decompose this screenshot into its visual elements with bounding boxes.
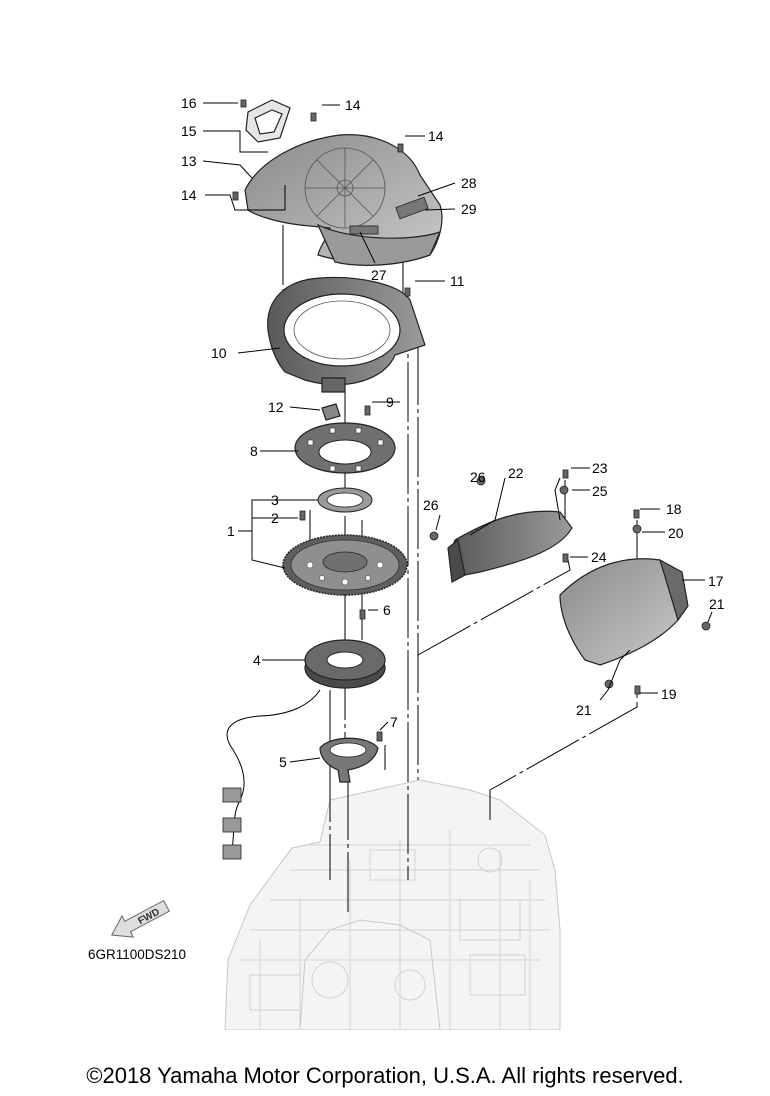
callout-21-right: 21 (709, 596, 725, 612)
cover-17 (559, 558, 689, 666)
callout-6: 6 (383, 602, 391, 618)
callout-16: 16 (181, 95, 197, 111)
fwd-arrow: FWD (110, 899, 170, 938)
callout-24: 24 (591, 549, 607, 565)
callout-9: 9 (386, 394, 394, 410)
cover-22 (447, 510, 573, 583)
fasteners (232, 99, 711, 742)
callout-14-right: 14 (428, 128, 444, 144)
callout-26-top: 26 (470, 469, 486, 485)
parts-diagram: FWD 1 2 3 4 5 6 7 8 9 10 11 12 13 14 14 … (110, 95, 725, 1030)
callout-2: 2 (271, 510, 279, 526)
callout-21-bottom: 21 (576, 702, 592, 718)
callout-25: 25 (592, 483, 608, 499)
callout-15: 15 (181, 123, 197, 139)
washer-plate (317, 487, 373, 513)
trigger-plate (294, 422, 396, 474)
callout-5: 5 (279, 754, 287, 770)
engine-block (224, 779, 561, 1030)
callout-29: 29 (461, 201, 477, 217)
callout-28: 28 (461, 175, 477, 191)
callout-17: 17 (708, 573, 724, 589)
callout-4: 4 (253, 652, 261, 668)
callout-22: 22 (508, 465, 524, 481)
flywheel-cover (244, 134, 443, 266)
callout-3: 3 (271, 492, 279, 508)
callout-14-left: 14 (181, 187, 197, 203)
copyright-notice: ©2018 Yamaha Motor Corporation, U.S.A. A… (86, 1063, 684, 1088)
pulser-bracket (319, 737, 379, 783)
callout-18: 18 (666, 501, 682, 517)
flywheel-housing (267, 276, 426, 393)
drawing-code: 6GR1100DS210 (88, 947, 187, 962)
stator (222, 639, 386, 860)
callout-20: 20 (668, 525, 684, 541)
leader-lines (202, 102, 713, 763)
callout-19: 19 (661, 686, 677, 702)
callout-12: 12 (268, 399, 284, 415)
callout-27: 27 (371, 267, 387, 283)
callout-23: 23 (592, 460, 608, 476)
callout-14-top: 14 (345, 97, 361, 113)
callout-7: 7 (390, 714, 398, 730)
cover-bracket (245, 99, 291, 143)
callout-13: 13 (181, 153, 197, 169)
callout-26-left: 26 (423, 497, 439, 513)
flywheel-nut (321, 403, 341, 421)
fwd-label: FWD (136, 907, 161, 927)
callout-numbers: 1 2 3 4 5 6 7 8 9 10 11 12 13 14 14 14 1… (181, 95, 725, 770)
flywheel-gear (282, 534, 408, 596)
callout-10: 10 (211, 345, 227, 361)
callout-8: 8 (250, 443, 258, 459)
callout-1: 1 (227, 523, 235, 539)
callout-11: 11 (450, 273, 465, 289)
